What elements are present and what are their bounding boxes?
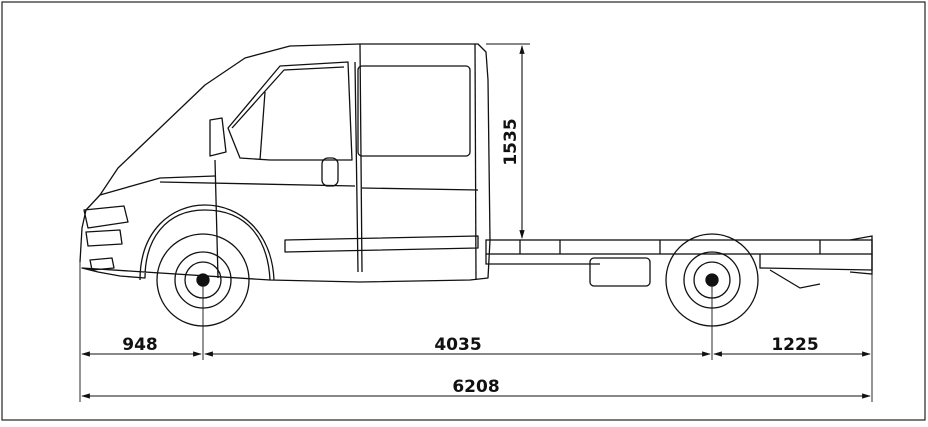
reference-lines: [79, 43, 873, 402]
cab-height-label: 1535: [501, 118, 521, 165]
front-overhang-label: 948: [122, 335, 158, 355]
chassis-frame: [485, 235, 873, 289]
wheelbase-label: 4035: [434, 335, 481, 355]
dimension-lines: [81, 45, 871, 399]
rear-overhang-label: 1225: [771, 335, 818, 355]
vehicle-body: [79, 43, 491, 283]
total-length-label: 6208: [452, 377, 499, 397]
